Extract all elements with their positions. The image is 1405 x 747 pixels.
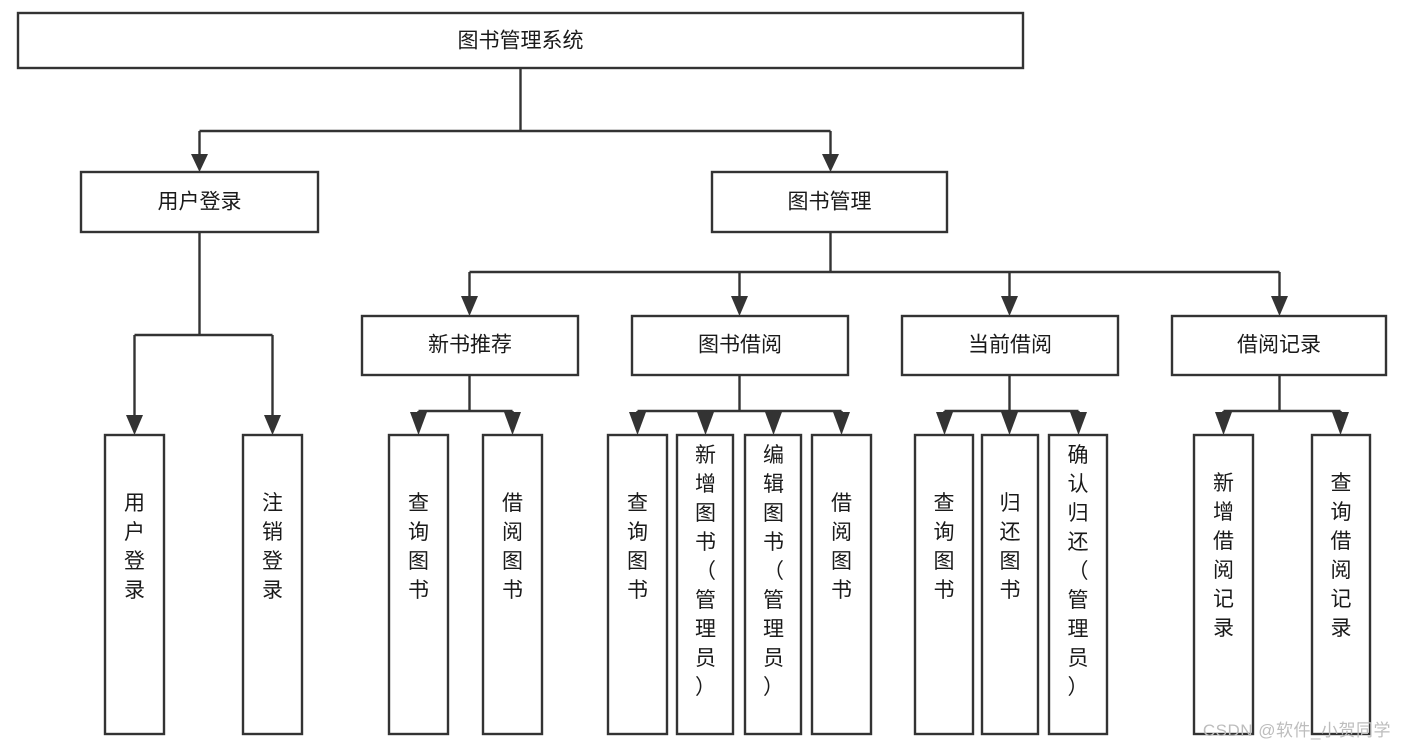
node-book-manage-label: 图书管理	[788, 191, 872, 214]
edges-book-borrow-to-leaves	[629, 375, 850, 435]
node-current-borrow-label: 当前借阅	[968, 334, 1052, 357]
node-leaf-query-book-1-label: 查询图书	[408, 492, 429, 602]
edges-root-to-level2	[191, 68, 839, 172]
node-new-book-recommend[interactable]: 新书推荐	[360, 314, 580, 377]
node-root-label: 图书管理系统	[458, 30, 584, 53]
node-leaf-add-book-box[interactable]	[675, 433, 735, 736]
arrowhead-leaf-borrow-book-1	[504, 412, 521, 435]
arrowhead-borrow-record	[1271, 296, 1288, 316]
arrowhead-leaf-add-record	[1215, 412, 1232, 435]
arrowhead-user-login	[191, 154, 208, 172]
node-leaf-user-login-box[interactable]	[103, 433, 166, 736]
arrowhead-current-borrow	[1001, 296, 1018, 316]
node-leaf-edit-book-label: 编辑图书（管理员）	[763, 444, 784, 699]
node-leaf-edit-book-box[interactable]	[743, 433, 803, 736]
node-leaf-add-record[interactable]: 新增借阅记录	[1192, 433, 1255, 736]
arrowhead-leaf-user-login	[126, 415, 143, 435]
node-leaf-edit-book[interactable]: 编辑图书（管理员）	[743, 433, 803, 736]
node-borrow-record-box[interactable]	[1170, 314, 1388, 377]
node-leaf-query-book-3-box[interactable]	[913, 433, 975, 736]
node-leaf-query-book-3-label: 查询图书	[934, 492, 955, 602]
node-leaf-query-book-2-box[interactable]	[606, 433, 669, 736]
node-leaf-query-book-2-label: 查询图书	[627, 492, 648, 602]
arrowhead-leaf-query-record	[1332, 412, 1349, 435]
arrowhead-new-book-recommend	[461, 296, 478, 316]
node-leaf-add-record-box[interactable]	[1192, 433, 1255, 736]
node-leaf-add-record-label: 新增借阅记录	[1213, 472, 1234, 640]
arrowhead-book-manage	[822, 154, 839, 172]
arrowhead-leaf-query-book-3	[936, 412, 953, 435]
node-book-manage-box[interactable]	[710, 170, 949, 234]
node-new-book-recommend-label: 新书推荐	[428, 334, 512, 357]
node-leaf-query-book-2[interactable]: 查询图书	[606, 433, 669, 736]
node-root[interactable]: 图书管理系统	[16, 11, 1025, 70]
node-leaf-return-book[interactable]: 归还图书	[980, 433, 1040, 736]
node-current-borrow[interactable]: 当前借阅	[900, 314, 1120, 377]
node-book-borrow-label: 图书借阅	[698, 334, 782, 357]
node-user-login-box[interactable]	[79, 170, 320, 234]
node-user-login[interactable]: 用户登录	[79, 170, 320, 234]
node-leaf-user-logout-label: 注销登录	[262, 492, 283, 602]
node-new-book-recommend-box[interactable]	[360, 314, 580, 377]
node-leaf-borrow-book-1[interactable]: 借阅图书	[481, 433, 544, 736]
node-book-borrow-box[interactable]	[630, 314, 850, 377]
arrowhead-leaf-query-book-2	[629, 412, 646, 435]
node-borrow-record[interactable]: 借阅记录	[1170, 314, 1388, 377]
node-leaf-add-book[interactable]: 新增图书（管理员）	[675, 433, 735, 736]
node-leaf-borrow-book-2[interactable]: 借阅图书	[810, 433, 873, 736]
node-leaf-return-book-box[interactable]	[980, 433, 1040, 736]
node-current-borrow-box[interactable]	[900, 314, 1120, 377]
edges-current-borrow-to-leaves	[936, 375, 1087, 435]
node-leaf-user-logout-box[interactable]	[241, 433, 304, 736]
node-leaf-query-book-1[interactable]: 查询图书	[387, 433, 450, 736]
node-leaf-borrow-book-1-box[interactable]	[481, 433, 544, 736]
node-leaf-return-book-label: 归还图书	[1000, 492, 1021, 602]
arrowhead-leaf-confirm-return	[1070, 412, 1087, 435]
node-leaf-query-record-box[interactable]	[1310, 433, 1372, 736]
node-leaf-add-book-label: 新增图书（管理员）	[695, 444, 716, 699]
node-leaf-query-book-1-box[interactable]	[387, 433, 450, 736]
node-borrow-record-label: 借阅记录	[1237, 334, 1321, 357]
node-leaf-query-record[interactable]: 查询借阅记录	[1310, 433, 1372, 736]
edges-user-login-to-leaves	[126, 232, 281, 435]
edges-new-book-to-leaves	[410, 375, 521, 435]
node-book-borrow[interactable]: 图书借阅	[630, 314, 850, 377]
node-leaf-user-login[interactable]: 用户登录	[103, 433, 166, 736]
node-root-box[interactable]	[16, 11, 1025, 70]
arrowhead-book-borrow	[731, 296, 748, 316]
node-leaf-borrow-book-1-label: 借阅图书	[502, 492, 523, 602]
arrowhead-leaf-query-book-1	[410, 412, 427, 435]
arrowhead-leaf-borrow-book-2	[833, 412, 850, 435]
node-leaf-user-login-label: 用户登录	[124, 492, 145, 602]
node-leaf-confirm-return-box[interactable]	[1047, 433, 1109, 736]
arrowhead-leaf-add-book	[697, 412, 714, 435]
node-leaf-query-book-3[interactable]: 查询图书	[913, 433, 975, 736]
node-leaf-confirm-return-label: 确认归还（管理员）	[1068, 444, 1089, 699]
node-leaf-query-record-label: 查询借阅记录	[1331, 472, 1352, 640]
arrowhead-leaf-return-book	[1001, 412, 1018, 435]
node-leaf-borrow-book-2-label: 借阅图书	[831, 492, 852, 602]
arrowhead-leaf-edit-book	[765, 412, 782, 435]
node-leaf-confirm-return[interactable]: 确认归还（管理员）	[1047, 433, 1109, 736]
edges-borrow-record-to-leaves	[1215, 375, 1349, 435]
node-book-manage[interactable]: 图书管理	[710, 170, 949, 234]
node-leaf-user-logout[interactable]: 注销登录	[241, 433, 304, 736]
node-leaf-borrow-book-2-box[interactable]	[810, 433, 873, 736]
node-user-login-label: 用户登录	[158, 191, 242, 214]
edges-book-manage-to-level3	[461, 232, 1288, 316]
arrowhead-leaf-user-logout	[264, 415, 281, 435]
